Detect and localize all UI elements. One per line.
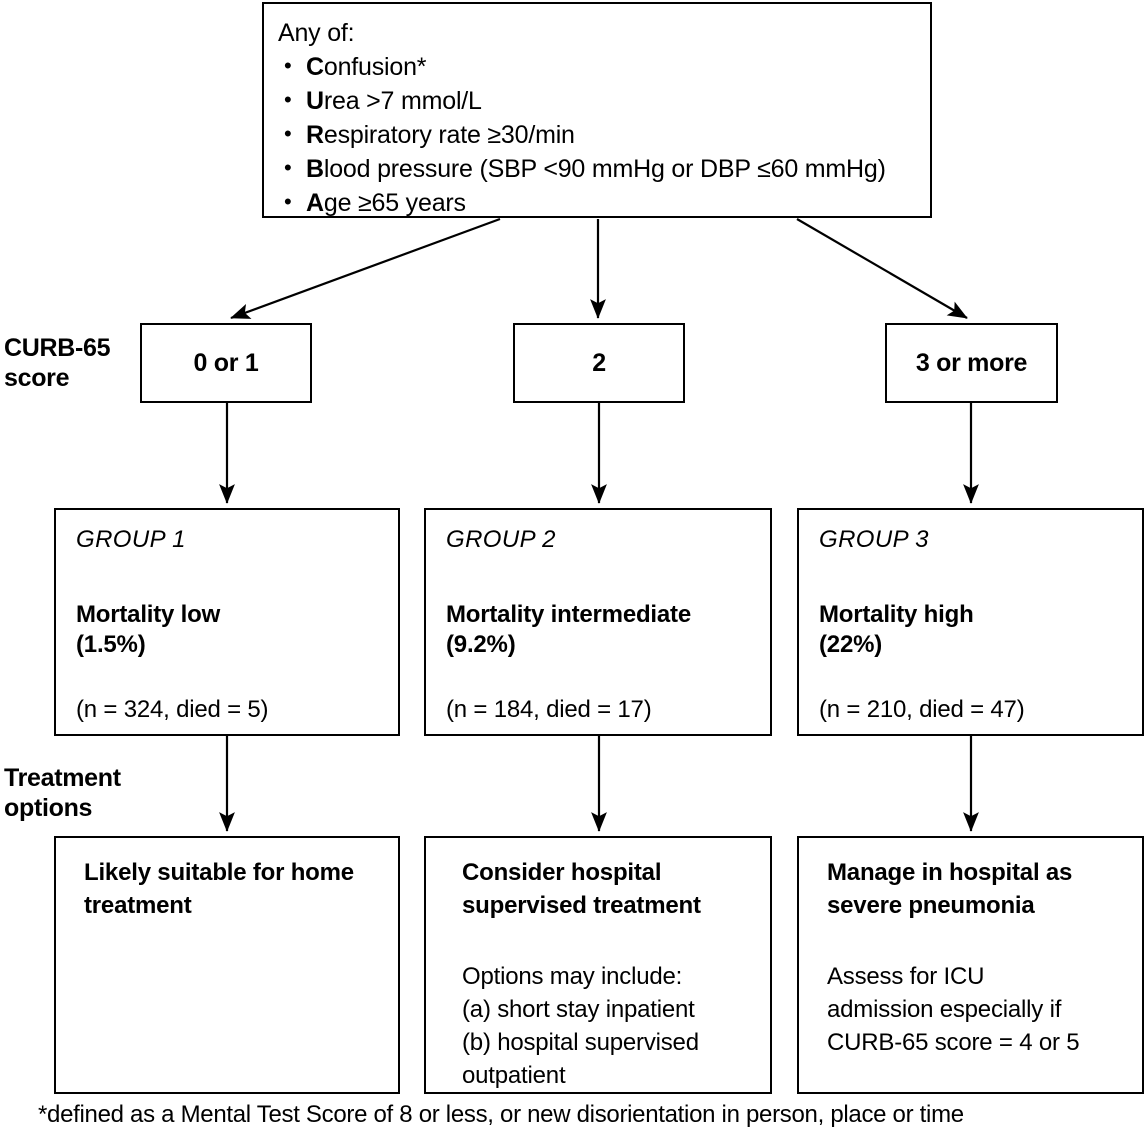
group-2-mortality: Mortality intermediate (9.2%) [446, 600, 770, 660]
criteria-initial-c: C [306, 53, 324, 81]
treatment-options-label: Treatment options [4, 763, 121, 823]
treatment-3-heading-line1: Manage in hospital as [827, 859, 1073, 886]
score-box-0-or-1: 0 or 1 [140, 323, 312, 403]
criteria-initial-r: R [306, 121, 324, 149]
curb65-score-label-line1: CURB-65 [4, 334, 111, 362]
group-2-mortality-line2: (9.2%) [446, 631, 516, 658]
treatment-3-body-line1: Assess for ICU [827, 963, 985, 990]
footnote: *defined as a Mental Test Score of 8 or … [38, 1101, 964, 1128]
criteria-initial-a: A [306, 189, 324, 217]
criteria-text-c: onfusion* [323, 53, 427, 81]
treatment-2-body-line4: outpatient [462, 1062, 566, 1089]
curb65-score-label: CURB-65 score [4, 333, 111, 393]
treatment-1-box: Likely suitable for home treatment [54, 836, 400, 1094]
group-2-box: GROUP 2 Mortality intermediate (9.2%) (n… [424, 508, 772, 736]
treatment-3-heading: Manage in hospital as severe pneumonia [827, 856, 1142, 922]
criteria-text-a: ge ≥65 years [323, 189, 466, 217]
treatment-2-body-line2: (a) short stay inpatient [462, 996, 695, 1023]
treatment-2-heading-line1: Consider hospital [462, 859, 662, 886]
group-2-mortality-line1: Mortality intermediate [446, 601, 691, 628]
group-3-mortality: Mortality high (22%) [819, 600, 1142, 660]
group-3-mortality-line1: Mortality high [819, 601, 974, 628]
criteria-item-blood-pressure: Blood pressure (SBP <90 mmHg or DBP ≤60 … [278, 151, 916, 186]
treatment-3-body: Assess for ICU admission especially if C… [827, 960, 1142, 1059]
group-1-mortality-line1: Mortality low [76, 601, 221, 628]
group-1-title: GROUP 1 [76, 526, 186, 553]
arrow-criteria-to-score-3 [796, 218, 968, 319]
treatment-2-body-line1: Options may include: [462, 963, 683, 990]
criteria-initial-b: B [306, 155, 324, 183]
treatment-options-label-line1: Treatment [4, 764, 121, 792]
criteria-text-u: rea >7 mmol/L [323, 87, 482, 115]
group-3-counts: (n = 210, died = 47) [819, 696, 1025, 723]
group-1-mortality: Mortality low (1.5%) [76, 600, 398, 660]
group-2-title: GROUP 2 [446, 526, 556, 553]
treatment-2-heading-line2: supervised treatment [462, 892, 701, 919]
group-3-mortality-line2: (22%) [819, 631, 883, 658]
criteria-initial-u: U [306, 87, 324, 115]
group-1-box: GROUP 1 Mortality low (1.5%) (n = 324, d… [54, 508, 400, 736]
treatment-1-heading: Likely suitable for home treatment [84, 856, 398, 922]
treatment-3-heading-line2: severe pneumonia [827, 892, 1035, 919]
criteria-item-respiratory-rate: Respiratory rate ≥30/min [278, 117, 916, 152]
treatment-2-box: Consider hospital supervised treatment O… [424, 836, 772, 1094]
treatment-1-heading-line1: Likely suitable for home [84, 859, 354, 886]
criteria-heading: Any of: [278, 19, 355, 47]
score-box-2: 2 [513, 323, 685, 403]
group-3-title: GROUP 3 [819, 526, 929, 553]
arrow-criteria-to-score-1 [230, 217, 501, 320]
criteria-list: Confusion* Urea >7 mmol/L Respiratory ra… [278, 49, 916, 220]
group-1-mortality-line2: (1.5%) [76, 631, 146, 658]
treatment-2-body: Options may include: (a) short stay inpa… [462, 960, 770, 1092]
treatment-1-heading-line2: treatment [84, 892, 192, 919]
curb65-score-label-line2: score [4, 364, 70, 392]
treatment-options-label-line2: options [4, 794, 93, 822]
treatment-2-heading: Consider hospital supervised treatment [462, 856, 770, 922]
treatment-3-body-line2: admission especially if [827, 996, 1062, 1023]
score-box-3-or-more: 3 or more [885, 323, 1058, 403]
criteria-item-age: Age ≥65 years [278, 185, 916, 220]
criteria-text-b: lood pressure (SBP <90 mmHg or DBP ≤60 m… [323, 155, 886, 183]
score-box-2-label: 2 [592, 348, 606, 377]
group-3-box: GROUP 3 Mortality high (22%) (n = 210, d… [797, 508, 1144, 736]
criteria-item-confusion: Confusion* [278, 49, 916, 84]
criteria-text-r: espiratory rate ≥30/min [323, 121, 575, 149]
group-2-counts: (n = 184, died = 17) [446, 696, 652, 723]
treatment-3-box: Manage in hospital as severe pneumonia A… [797, 836, 1144, 1094]
score-box-0-or-1-label: 0 or 1 [193, 348, 259, 377]
treatment-2-body-line3: (b) hospital supervised [462, 1029, 699, 1056]
treatment-3-body-line3: CURB-65 score = 4 or 5 [827, 1029, 1080, 1056]
curb65-criteria-box: Any of: Confusion* Urea >7 mmol/L Respir… [262, 2, 932, 220]
group-1-counts: (n = 324, died = 5) [76, 696, 269, 723]
score-box-3-or-more-label: 3 or more [915, 348, 1028, 377]
criteria-item-urea: Urea >7 mmol/L [278, 83, 916, 118]
